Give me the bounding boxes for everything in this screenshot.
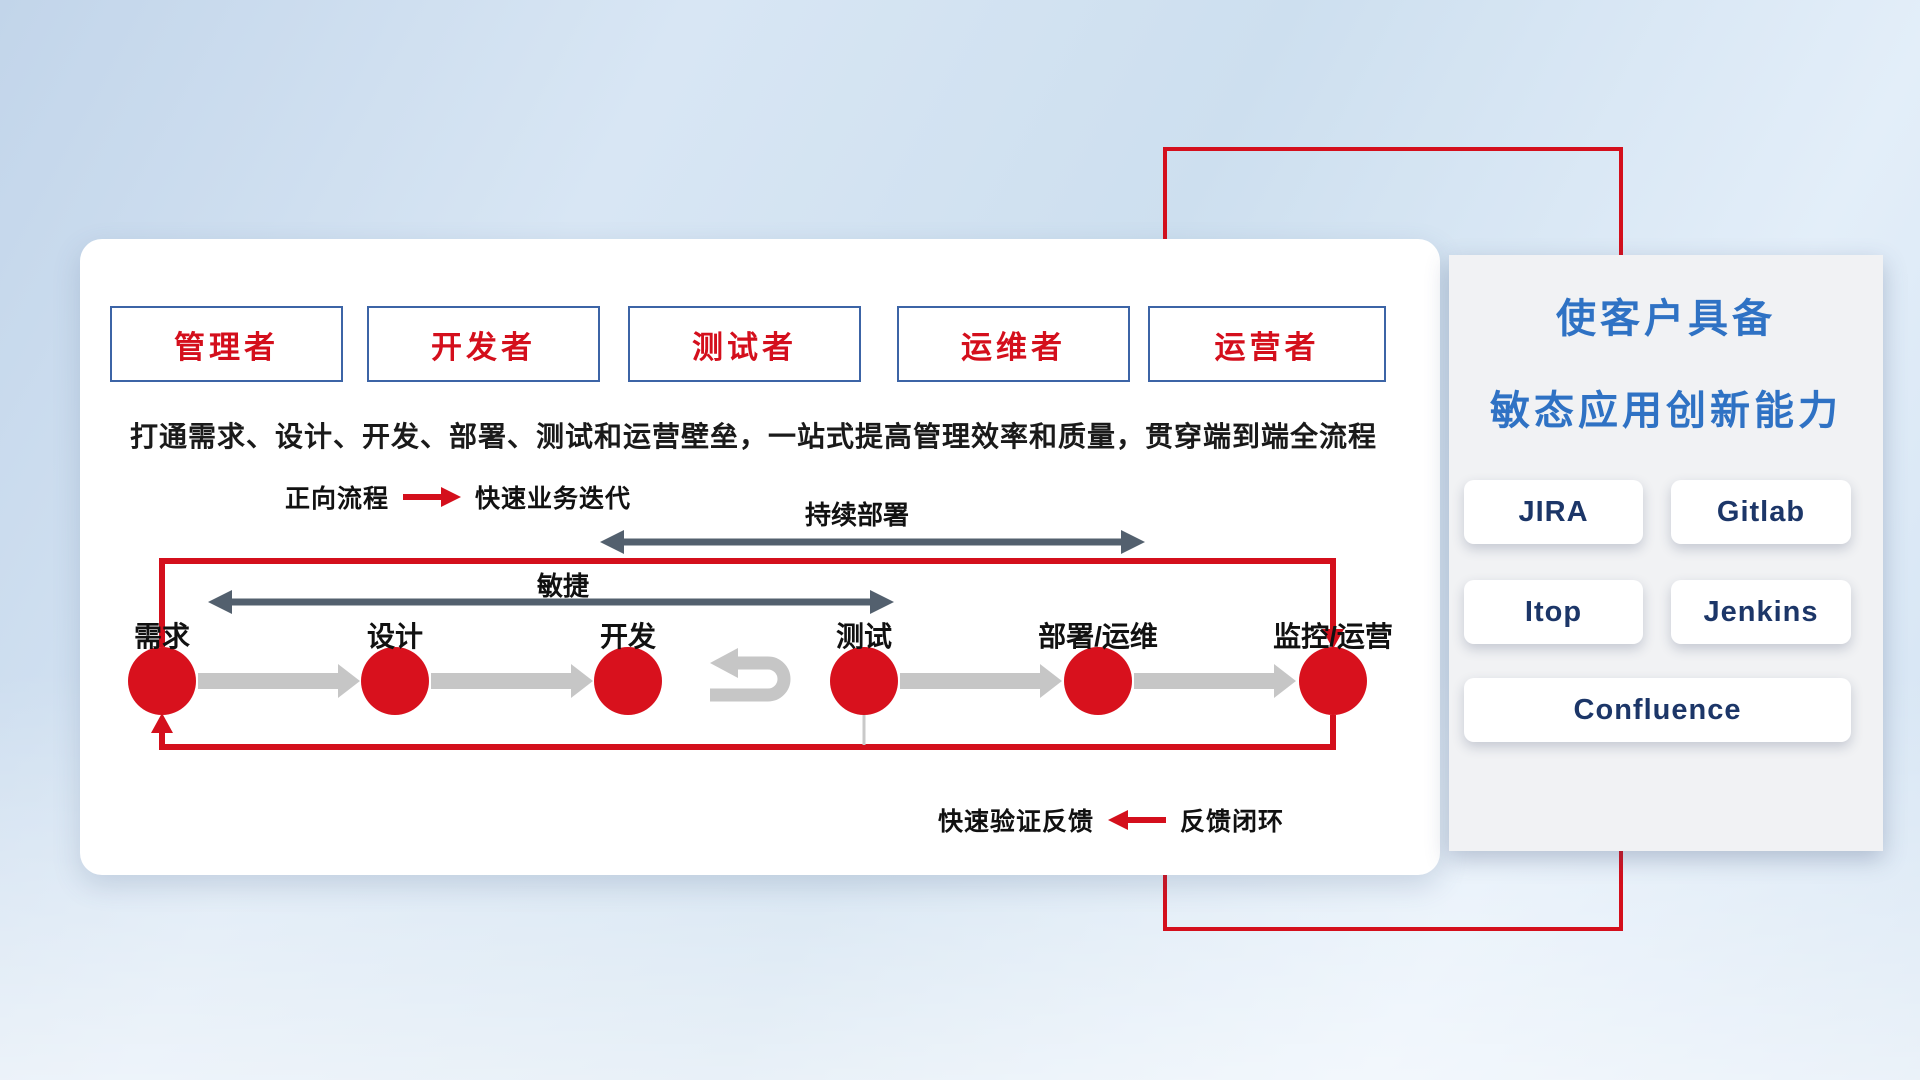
stage-circle-requirements <box>128 647 196 715</box>
role-box-manager: 管理者 <box>110 306 343 382</box>
stage-label-monitor-ops: 监控/运营 <box>1273 621 1393 652</box>
flow-arrow-3 <box>900 664 1062 698</box>
tool-box-jira: JIRA <box>1464 480 1643 544</box>
stage-circle-design <box>361 647 429 715</box>
main-diagram-card: 管理者 开发者 测试者 运维者 运营者 打通需求、设计、开发、部署、测试和运营壁… <box>80 239 1440 875</box>
flow-arrow-2 <box>431 664 593 698</box>
stage-label-design: 设计 <box>366 621 423 652</box>
continuous-deploy-arrow <box>600 530 1145 554</box>
agile-arrow <box>208 590 894 614</box>
panel-title-line2: 敏态应用创新能力 <box>1490 389 1842 433</box>
panel-title-line1: 使客户具备 <box>1556 297 1776 341</box>
feedback-loop-arrow <box>151 713 1336 750</box>
legend-forward: 正向流程 快速业务迭代 <box>285 479 631 515</box>
stage-circle-deploy-ops <box>1064 647 1132 715</box>
tool-box-jenkins: Jenkins <box>1671 580 1851 644</box>
legend-feedback-arrow-icon <box>1108 810 1167 830</box>
forward-loop-arrow <box>159 558 1344 649</box>
role-box-ops: 运维者 <box>897 306 1130 382</box>
stage-circle-test <box>830 647 898 715</box>
stage-circle-monitor-ops <box>1299 647 1367 715</box>
agile-label: 敏捷 <box>536 571 589 601</box>
continuous-deploy-label: 持续部署 <box>804 500 909 530</box>
card-subtitle: 打通需求、设计、开发、部署、测试和运营壁垒，一站式提高管理效率和质量，贯穿端到端… <box>130 421 1378 452</box>
flow-arrow-1 <box>198 664 360 698</box>
tool-box-gitlab: Gitlab <box>1671 480 1851 544</box>
tool-box-confluence: Confluence <box>1464 678 1851 742</box>
stage-label-requirements: 需求 <box>133 621 190 652</box>
flow-diagram-canvas <box>128 530 1367 750</box>
legend-forward-label: 正向流程 <box>285 485 390 513</box>
stage-label-develop: 开发 <box>599 621 656 652</box>
legend-feedback-label: 快速验证反馈 <box>938 808 1095 836</box>
stage-circle-develop <box>594 647 662 715</box>
tool-box-itop: Itop <box>1464 580 1643 644</box>
stage-label-deploy-ops: 部署/运维 <box>1038 621 1158 652</box>
iteration-loop-icon <box>710 648 791 702</box>
stage-label-test: 测试 <box>835 621 892 652</box>
legend-feedback-value: 反馈闭环 <box>1180 808 1285 836</box>
capability-panel: 使客户具备 敏态应用创新能力 JIRA Gitlab Itop Jenkins … <box>1449 255 1883 851</box>
flow-arrow-4 <box>1134 664 1296 698</box>
panel-title: 使客户具备 敏态应用创新能力 <box>1449 273 1883 457</box>
role-box-tester: 测试者 <box>628 306 861 382</box>
legend-forward-arrow-icon <box>403 487 462 507</box>
role-box-operator: 运营者 <box>1148 306 1386 382</box>
role-box-developer: 开发者 <box>367 306 600 382</box>
legend-feedback: 快速验证反馈 反馈闭环 <box>938 802 1284 838</box>
legend-forward-value: 快速业务迭代 <box>475 485 632 513</box>
